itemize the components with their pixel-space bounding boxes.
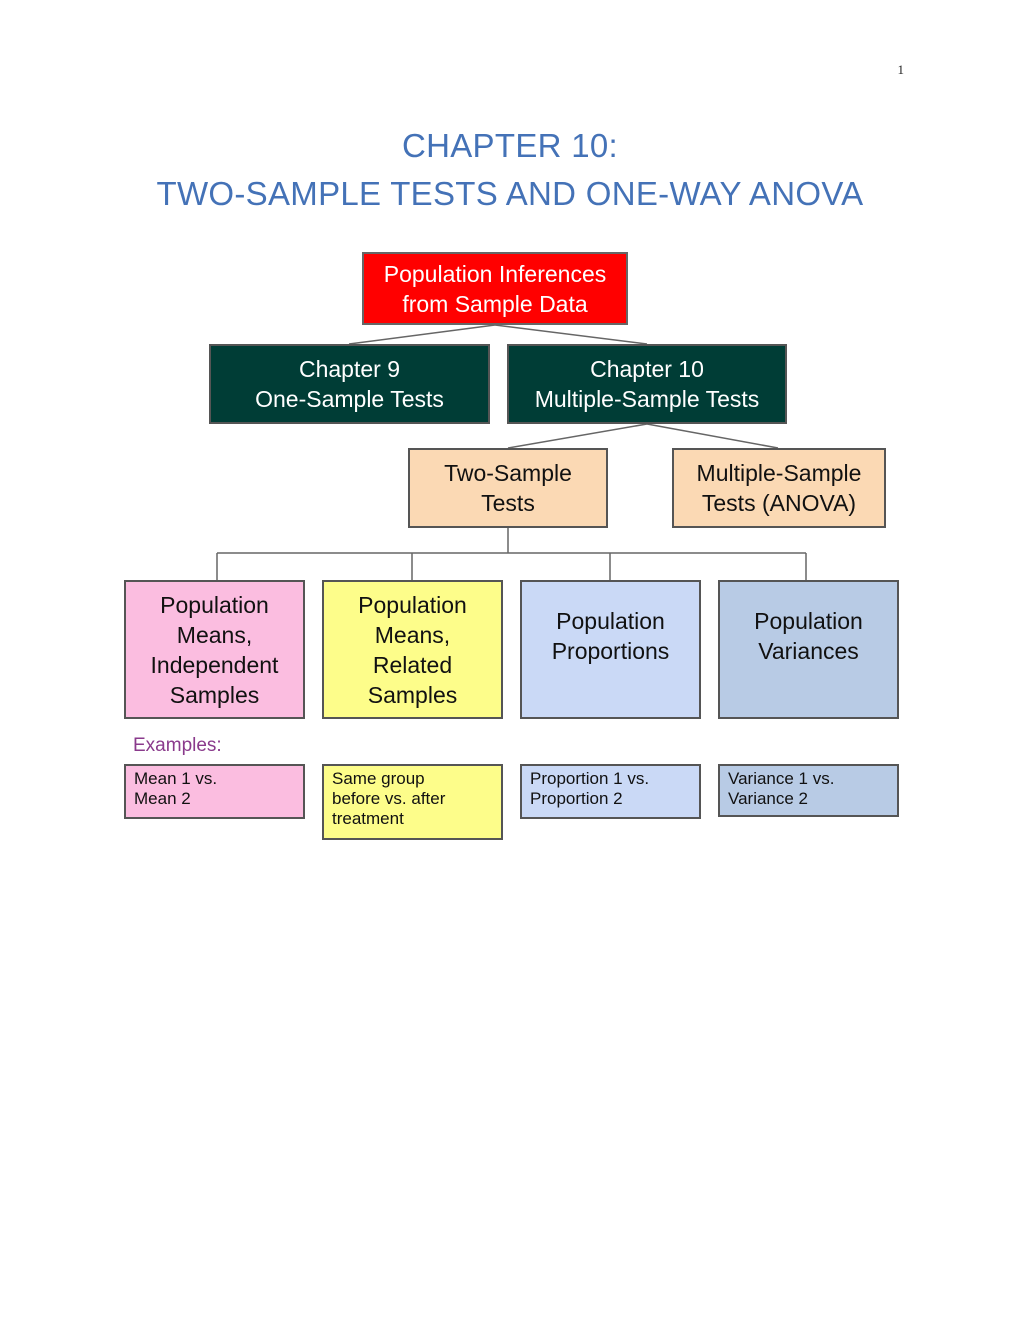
- page-number: 1: [897, 62, 905, 77]
- box-means-related: Population Means, Related Samples: [322, 580, 503, 719]
- box-proportions-label: Population Proportions: [551, 608, 670, 664]
- example-variances: Variance 1 vs. Variance 2: [718, 764, 899, 817]
- box-population-inferences: Population Inferences from Sample Data: [362, 252, 628, 325]
- example-independent-text: Mean 1 vs. Mean 2: [134, 769, 218, 808]
- connector-root-ch9: [348, 324, 496, 345]
- box-multiple-sample-tests-label: Multiple-Sample Tests (ANOVA): [696, 460, 862, 516]
- example-proportions: Proportion 1 vs. Proportion 2: [520, 764, 701, 819]
- box-means-independent: Population Means, Independent Samples: [124, 580, 305, 719]
- examples-label: Examples:: [133, 735, 222, 756]
- connector-ch10-two: [507, 423, 648, 449]
- connector-root-ch10: [494, 324, 648, 345]
- box-multiple-sample-tests: Multiple-Sample Tests (ANOVA): [672, 448, 886, 528]
- box-two-sample-tests: Two-Sample Tests: [408, 448, 608, 528]
- chapter-subtitle: TWO-SAMPLE TESTS AND ONE-WAY ANOVA: [156, 175, 864, 212]
- box-variances: Population Variances: [718, 580, 899, 719]
- box-chapter-9: Chapter 9 One-Sample Tests: [209, 344, 490, 424]
- box-means-related-label: Population Means, Related Samples: [358, 591, 467, 708]
- box-variances-label: Population Variances: [754, 608, 863, 664]
- chapter-title: CHAPTER 10:: [401, 127, 619, 164]
- example-variances-text: Variance 1 vs. Variance 2: [728, 769, 835, 808]
- example-related: Same group before vs. after treatment: [322, 764, 503, 840]
- example-independent: Mean 1 vs. Mean 2: [124, 764, 305, 819]
- example-related-text: Same group before vs. after treatment: [332, 769, 446, 828]
- box-two-sample-tests-label: Two-Sample Tests: [444, 460, 572, 516]
- box-population-inferences-label: Population Inferences from Sample Data: [383, 260, 607, 317]
- box-chapter-10: Chapter 10 Multiple-Sample Tests: [507, 344, 787, 424]
- box-proportions: Population Proportions: [520, 580, 701, 719]
- box-chapter-10-label: Chapter 10 Multiple-Sample Tests: [534, 356, 760, 412]
- example-proportions-text: Proportion 1 vs. Proportion 2: [530, 769, 650, 808]
- box-means-independent-label: Population Means, Independent Samples: [150, 591, 279, 708]
- connector-ch10-multi: [646, 423, 779, 449]
- box-chapter-9-label: Chapter 9 One-Sample Tests: [255, 356, 444, 412]
